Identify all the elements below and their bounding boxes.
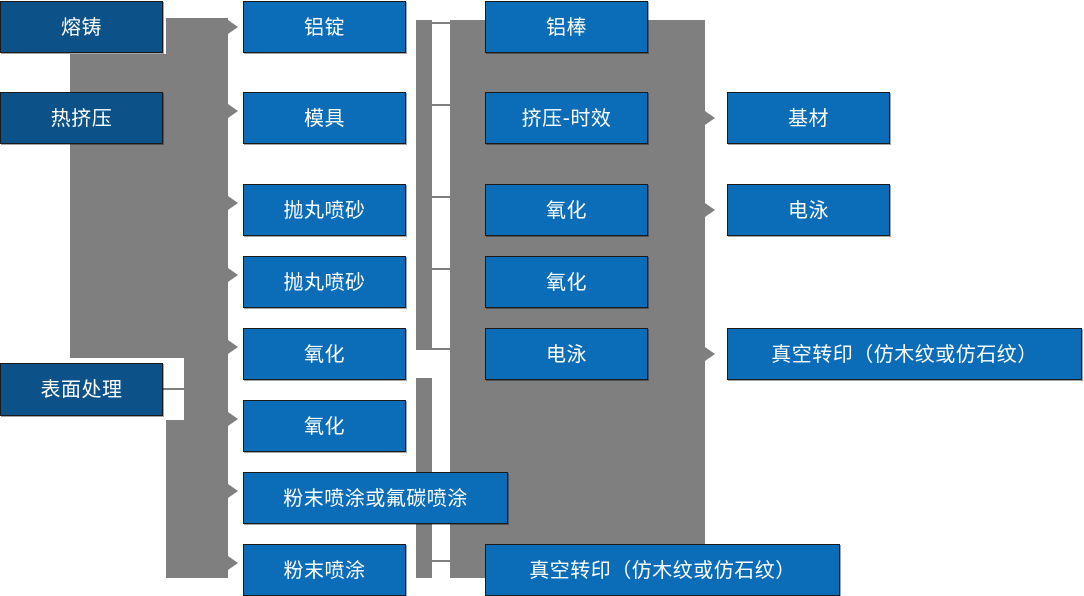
process-box-powder-or-fluorocarbon-coating-label: 粉末喷涂或氟碳喷涂: [283, 485, 468, 510]
output-box-electrophoresis[interactable]: 电泳: [727, 184, 890, 236]
arrow-to-col2-5: [228, 340, 238, 354]
arrow-stage2-to-stage3: [74, 338, 88, 348]
connector-left-trunk-upper: [70, 18, 228, 358]
stage-box-hot-extrusion[interactable]: 热挤压: [0, 92, 163, 144]
process-box-extrusion-aging[interactable]: 挤压-时效: [485, 92, 648, 144]
process-box-aluminum-ingot[interactable]: 铝锭: [243, 1, 406, 53]
output-box-electrophoresis-label: 电泳: [788, 197, 829, 222]
process-box-oxidation-3-label: 氧化: [546, 197, 587, 222]
process-box-oxidation-2[interactable]: 氧化: [243, 400, 406, 452]
stage-box-hot-extrusion-label: 热挤压: [50, 105, 113, 130]
process-box-powder-coating[interactable]: 粉末喷涂: [243, 544, 406, 596]
arrow-to-col4-5: [705, 347, 715, 361]
process-box-mould-label: 模具: [304, 105, 345, 130]
process-box-vacuum-transfer-1-label: 真空转印（仿木纹或仿石纹）: [529, 557, 796, 582]
process-box-oxidation-4[interactable]: 氧化: [485, 256, 648, 308]
process-box-electrophoresis-1[interactable]: 电泳: [485, 328, 648, 380]
process-box-shot-blasting-2-label: 抛丸喷砂: [283, 269, 366, 294]
process-box-aluminum-bar-label: 铝棒: [546, 14, 587, 39]
connector-tick-6: [432, 560, 454, 562]
arrow-stage1-to-stage2: [74, 70, 88, 80]
output-box-base-material[interactable]: 基材: [727, 92, 890, 144]
process-box-vacuum-transfer-1[interactable]: 真空转印（仿木纹或仿石纹）: [485, 544, 840, 596]
process-box-shot-blasting-1-label: 抛丸喷砂: [283, 197, 366, 222]
stage-box-melt-cast-label: 熔铸: [61, 14, 102, 39]
process-box-shot-blasting-1[interactable]: 抛丸喷砂: [243, 184, 406, 236]
process-box-aluminum-ingot-label: 铝锭: [304, 14, 345, 39]
connector-mid-bar-upper: [416, 20, 432, 350]
process-box-extrusion-aging-label: 挤压-时效: [521, 105, 612, 130]
arrow-to-col4-2: [705, 111, 715, 125]
process-box-aluminum-bar[interactable]: 铝棒: [485, 1, 648, 53]
arrow-to-col4-3: [705, 203, 715, 217]
stage-box-melt-cast[interactable]: 熔铸: [0, 1, 163, 53]
connector-tick-1: [432, 22, 454, 24]
process-box-oxidation-2-label: 氧化: [304, 413, 345, 438]
arrow-to-col2-6: [228, 412, 238, 426]
process-box-oxidation-4-label: 氧化: [546, 269, 587, 294]
process-box-oxidation-1-label: 氧化: [304, 341, 345, 366]
output-box-vacuum-transfer-2-label: 真空转印（仿木纹或仿石纹）: [771, 341, 1038, 366]
process-box-shot-blasting-2[interactable]: 抛丸喷砂: [243, 256, 406, 308]
arrow-to-col2-8: [228, 556, 238, 570]
process-box-oxidation-3[interactable]: 氧化: [485, 184, 648, 236]
connector-tick-4: [432, 268, 454, 270]
process-box-powder-coating-label: 粉末喷涂: [283, 557, 366, 582]
output-box-vacuum-transfer-2[interactable]: 真空转印（仿木纹或仿石纹）: [727, 328, 1082, 380]
connector-tick-3: [432, 196, 454, 198]
connector-stage3-stub: [163, 388, 187, 390]
arrow-to-col2-1: [228, 20, 238, 34]
stage-box-surface-treatment[interactable]: 表面处理: [0, 363, 163, 416]
output-box-base-material-label: 基材: [788, 105, 829, 130]
arrow-to-col2-7: [228, 484, 238, 498]
process-box-mould[interactable]: 模具: [243, 92, 406, 144]
process-box-powder-or-fluorocarbon-coating[interactable]: 粉末喷涂或氟碳喷涂: [243, 472, 508, 524]
process-box-electrophoresis-1-label: 电泳: [546, 341, 587, 366]
connector-tick-5: [432, 348, 454, 350]
process-box-oxidation-1[interactable]: 氧化: [243, 328, 406, 380]
arrow-to-col2-4: [228, 268, 238, 282]
connector-tick-2: [432, 104, 454, 106]
arrow-to-col2-3: [228, 196, 238, 210]
stage-box-surface-treatment-label: 表面处理: [40, 377, 123, 401]
arrow-to-col2-2: [228, 104, 238, 118]
